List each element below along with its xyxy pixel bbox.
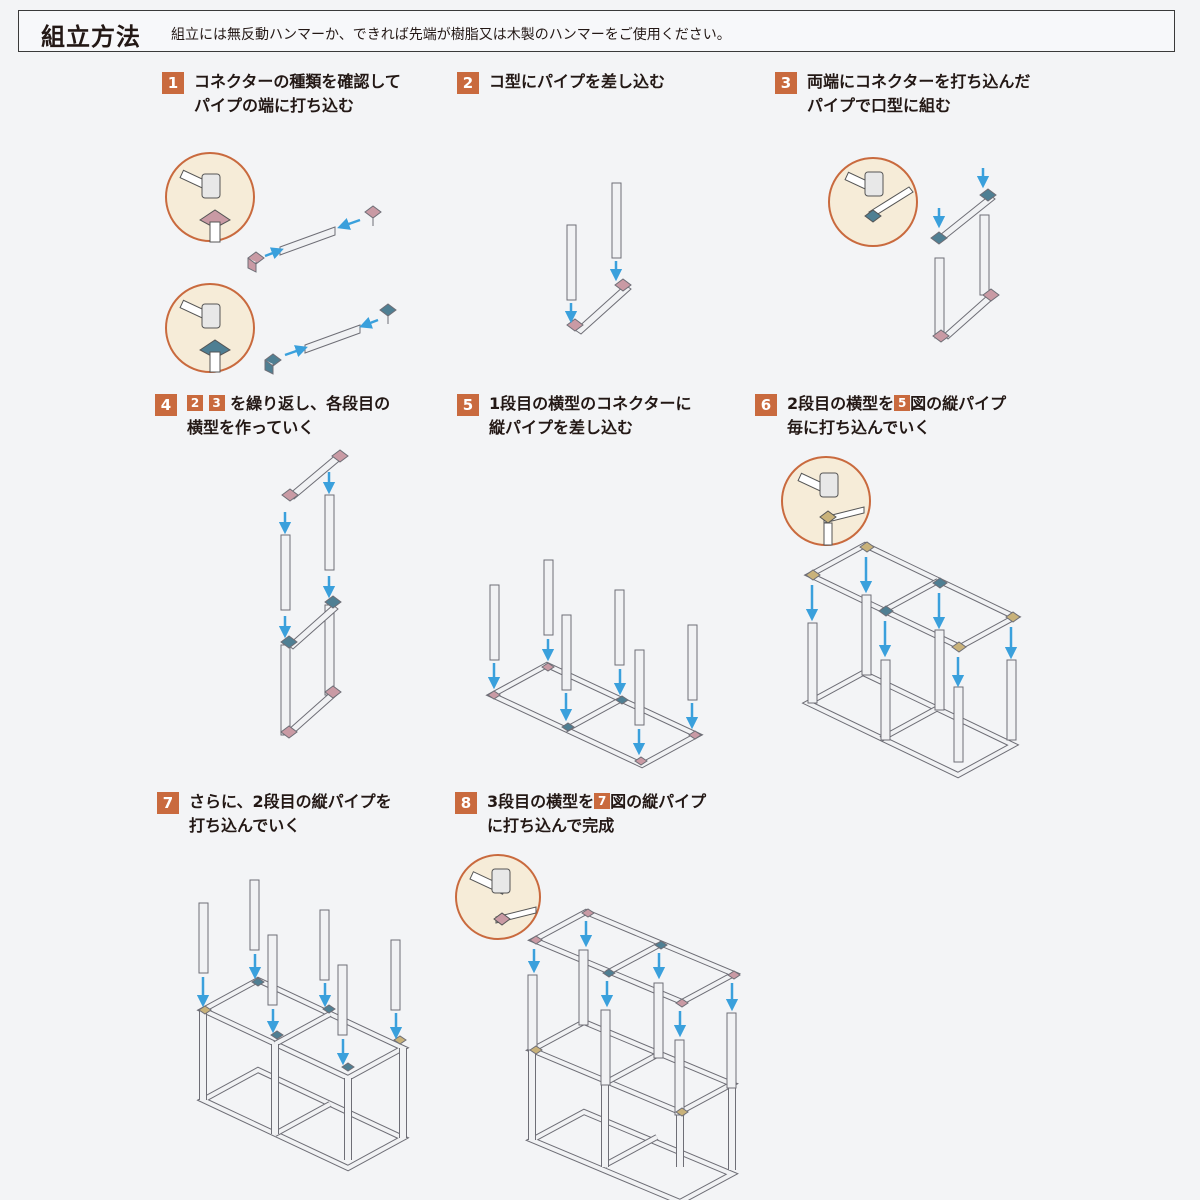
step-number-badge: 6	[755, 394, 777, 416]
hammer-note: 組立には無反動ハンマーか、できれば先端が樹脂又は木製のハンマーをご使用ください。	[171, 27, 731, 43]
step-number-badge: 8	[455, 792, 477, 814]
step-line: さらに、2段目の縦パイプを	[189, 792, 392, 811]
step-7-illustration	[196, 879, 410, 1172]
step-4-illustration	[278, 449, 349, 739]
pipe-with-connectors	[247, 205, 382, 273]
step-number-badge: 7	[157, 792, 179, 814]
step-number-badge: 5	[457, 394, 479, 416]
step-line: コネクターの種類を確認して	[194, 72, 401, 91]
step-1-illustration	[165, 152, 397, 375]
page-title: 組立方法	[41, 23, 141, 51]
step-line: パイプで口型に組む	[807, 96, 952, 115]
step-line: を繰り返し、各段目の	[230, 394, 391, 413]
step-line: 打ち込んでいく	[189, 816, 301, 835]
assembly-header: 組立方法 組立には無反動ハンマーか、できれば先端が樹脂又は木製のハンマーをご使用…	[18, 10, 1175, 52]
step-line: 縦パイプを差し込む	[489, 418, 634, 437]
hammer-detail-circle	[781, 456, 871, 546]
hammer-detail-circle	[165, 283, 255, 373]
step-line: 2段目の横型を	[787, 394, 895, 413]
step-line: 毎に打ち込んでいく	[787, 418, 931, 437]
step-line: に打ち込んで完成	[487, 816, 615, 835]
step-line: 1段目の横型のコネクターに	[489, 394, 692, 413]
step-line: コ型にパイプを差し込む	[489, 72, 666, 91]
step-line: 3段目の横型を	[487, 792, 595, 811]
step-6-illustration	[781, 456, 1022, 779]
step-reference-badge: 2	[187, 395, 203, 411]
step-line: 横型を作っていく	[187, 418, 315, 437]
step-reference-badge: 3	[208, 395, 225, 411]
step-reference-badge: 7	[594, 793, 611, 809]
hammer-detail-circle	[455, 854, 541, 940]
step-line: 図の縦パイプ	[610, 792, 707, 811]
step-reference-badge: 5	[894, 395, 911, 411]
step-3-illustration	[828, 157, 1000, 343]
step-8-illustration	[455, 854, 741, 1200]
pipe-with-connectors	[264, 303, 397, 375]
hammer-detail-circle	[165, 152, 255, 243]
step-5-illustration	[485, 559, 704, 769]
step-2-illustration	[564, 182, 632, 335]
step-line: 両端にコネクターを打ち込んだ	[807, 72, 1031, 91]
hammer-detail-circle	[828, 157, 918, 247]
step-line: パイプの端に打ち込む	[194, 96, 355, 115]
step-number-badge: 2	[457, 72, 479, 94]
step-number-badge: 1	[162, 72, 184, 94]
step-number-badge: 3	[775, 72, 797, 94]
step-number-badge: 4	[155, 394, 177, 416]
step-line: 図の縦パイプ	[910, 394, 1007, 413]
